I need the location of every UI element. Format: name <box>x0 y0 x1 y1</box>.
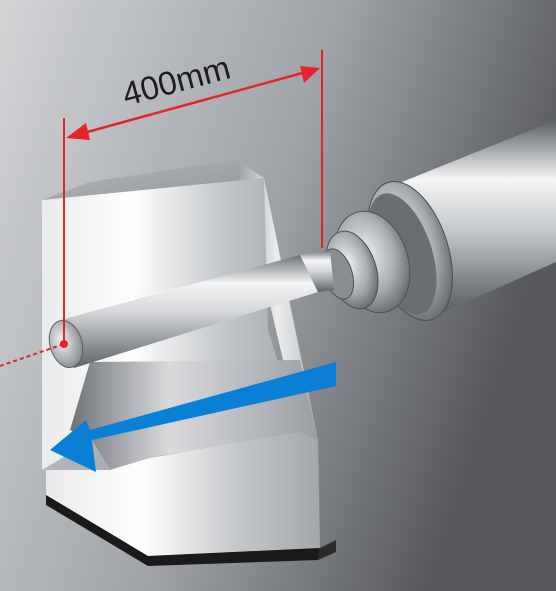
dimension-line <box>79 70 307 136</box>
center-line <box>0 343 65 367</box>
dimension-arrow-left-icon <box>66 123 90 140</box>
block-lower-face <box>46 432 320 556</box>
dimension-arrow-right-icon <box>300 66 320 83</box>
center-point <box>60 340 68 348</box>
block-base-edge <box>46 495 320 566</box>
arrow-left-icon <box>50 362 336 472</box>
bar-shoulder <box>300 250 334 292</box>
bar-shaft <box>60 255 318 368</box>
block-base-side <box>318 540 336 560</box>
feed-arrow <box>50 362 336 472</box>
